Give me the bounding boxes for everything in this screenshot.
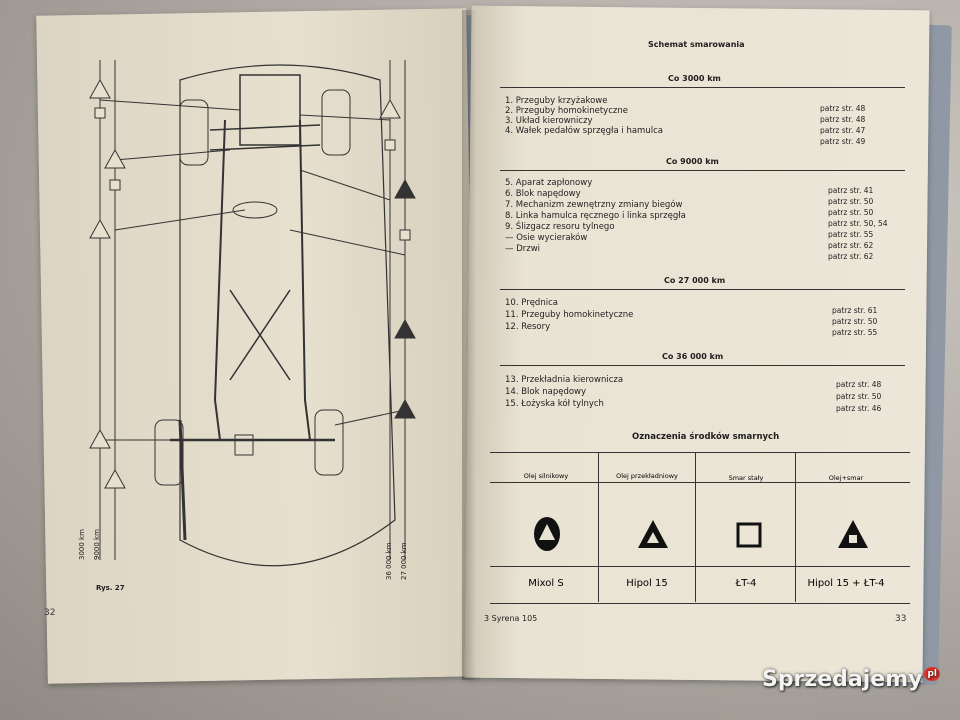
list-item: 10. Prędnica <box>505 298 558 308</box>
marker-triangle <box>379 98 401 119</box>
page-ref: patrz str. 46 <box>836 404 882 413</box>
section-header: Co 3000 km <box>668 74 721 83</box>
vertical-label: 27 000 km <box>400 542 408 580</box>
vertical-label: 9000 km <box>93 529 101 560</box>
footer-note: 3 Syrena 105 <box>484 614 538 623</box>
list-item: 15. Łożyska kół tylnych <box>505 399 604 409</box>
filled-triangle-icon <box>638 520 668 548</box>
page-ref: patrz str. 50, 54 <box>828 219 888 228</box>
page-ref: patrz str. 61 <box>832 306 878 315</box>
oval-triangle-icon <box>534 517 560 551</box>
legend-lubricant-name: ŁT-4 <box>735 578 757 589</box>
marker-triangle <box>89 78 111 99</box>
marker-triangle <box>104 468 126 489</box>
front-left-wheel <box>179 99 209 166</box>
page-ref: patrz str. 48 <box>836 380 882 389</box>
list-item: 8. Linka hamulca ręcznego i linka sprzęg… <box>505 211 686 221</box>
front-right-wheel <box>321 89 351 156</box>
figure-label: Rys. 27 <box>96 584 125 592</box>
marker-triangle-filled <box>394 178 416 199</box>
marker-triangle <box>104 148 126 169</box>
marker-square <box>399 229 411 241</box>
rear-right-wheel <box>314 409 344 476</box>
page-ref: patrz str. 55 <box>828 230 874 239</box>
marker-square <box>384 139 396 151</box>
legend-table <box>490 452 910 604</box>
section-header: Co 27 000 km <box>664 276 726 285</box>
legend-lubricant-name: Hipol 15 <box>626 578 668 589</box>
list-item: 6. Blok napędowy <box>505 189 581 199</box>
page-ref: patrz str. 47 <box>820 126 866 135</box>
body-outline <box>179 64 396 567</box>
list-item: — Drzwi <box>505 244 541 254</box>
marker-triangle-filled <box>394 318 416 339</box>
legend-column-head: Olej przekładniowy <box>616 472 678 480</box>
watermark-text: Sprzedajemy <box>761 667 923 692</box>
watermark-badge: pl <box>924 667 940 681</box>
triangle-square-icon <box>838 520 868 548</box>
page-ref: patrz str. 41 <box>828 186 874 195</box>
square-icon <box>736 522 762 548</box>
rear-left-wheel <box>154 419 184 486</box>
vertical-label: 3000 km <box>78 529 86 560</box>
frame-rails <box>213 119 312 441</box>
page-ref: patrz str. 62 <box>828 252 874 261</box>
list-item: 1. Przeguby krzyżakowe <box>505 96 608 106</box>
legend-title: Oznaczenia środków smarnych <box>632 432 780 442</box>
legend-lubricant-name: Hipol 15 + ŁT-4 <box>807 578 885 589</box>
legend-lubricant-name: Mixol S <box>528 578 564 589</box>
page-ref: patrz str. 62 <box>828 241 874 250</box>
legend-column-head: Smar stały <box>728 474 764 482</box>
list-item: — Osie wycieraków <box>505 233 588 243</box>
page-number-left: 32 <box>44 608 56 618</box>
page-ref: patrz str. 55 <box>832 328 878 337</box>
list-item: 7. Mechanizm zewnętrzny zmiany biegów <box>505 200 683 210</box>
page-number-right: 33 <box>895 614 907 624</box>
chassis-diagram <box>89 60 416 567</box>
list-item: 11. Przeguby homokinetyczne <box>505 310 634 320</box>
list-item: 12. Resory <box>505 322 551 332</box>
list-item: 4. Wałek pedałów sprzęgła i hamulca <box>505 126 663 136</box>
list-item: 2. Przeguby homokinetyczne <box>505 106 628 116</box>
list-item: 3. Układ kierowniczy <box>505 116 593 126</box>
page-title: Schemat smarowania <box>648 40 745 49</box>
list-item: 9. Ślizgacz resoru tylnego <box>505 222 615 232</box>
list-item: 13. Przekładnia kierownicza <box>505 375 624 385</box>
marker-triangle <box>89 218 111 239</box>
engine-block <box>239 74 301 146</box>
legend-column-head: Olej+smar <box>828 474 864 482</box>
page-ref: patrz str. 48 <box>820 115 866 124</box>
legend-column-head: Olej silnikowy <box>523 472 569 480</box>
page-ref: patrz str. 50 <box>828 197 874 206</box>
page-ref: patrz str. 50 <box>828 208 874 217</box>
list-item: 14. Blok napędowy <box>505 387 587 397</box>
marker-triangle-filled <box>394 398 416 419</box>
page-ref: patrz str. 49 <box>820 137 866 146</box>
section-header: Co 9000 km <box>666 157 719 166</box>
page-ref: patrz str. 48 <box>820 104 866 113</box>
section-header: Co 36 000 km <box>662 352 724 361</box>
vertical-label: 36 000 km <box>385 542 393 580</box>
marker-square <box>94 107 106 119</box>
list-item: 5. Aparat zapłonowy <box>505 178 593 188</box>
booklet-spine <box>462 10 476 680</box>
marker-triangle <box>89 428 111 449</box>
marker-square <box>109 179 121 191</box>
page-ref: patrz str. 50 <box>836 392 882 401</box>
page-ref: patrz str. 50 <box>832 317 878 326</box>
steering-wheel <box>232 201 278 219</box>
